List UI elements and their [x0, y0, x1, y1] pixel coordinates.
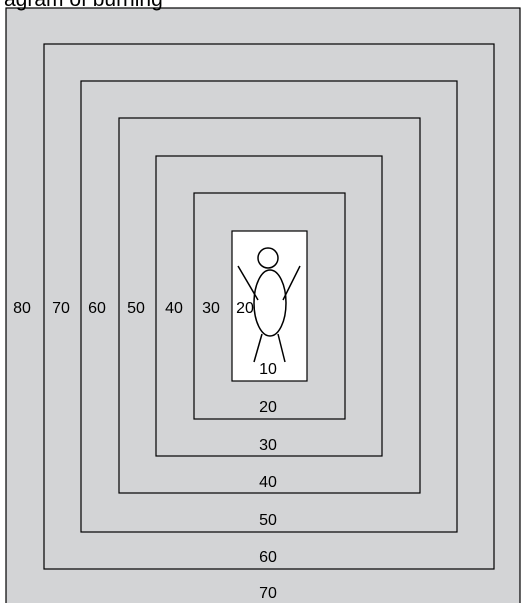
left-label-50: 50	[127, 300, 145, 317]
left-label-40: 40	[165, 300, 183, 317]
left-label-20: 20	[236, 300, 254, 317]
left-label-30: 30	[202, 300, 220, 317]
left-label-80: 80	[13, 300, 31, 317]
bottom-label-70: 70	[259, 585, 277, 602]
bottom-label-10: 10	[259, 361, 277, 378]
bottom-label-30: 30	[259, 437, 277, 454]
left-label-60: 60	[88, 300, 106, 317]
diagram-title: agram of burning	[4, 0, 163, 12]
bottom-label-50: 50	[259, 512, 277, 529]
bottom-label-40: 40	[259, 474, 277, 491]
left-label-70: 70	[52, 300, 70, 317]
bottom-label-60: 60	[259, 549, 277, 566]
bottom-label-20: 20	[259, 399, 277, 416]
